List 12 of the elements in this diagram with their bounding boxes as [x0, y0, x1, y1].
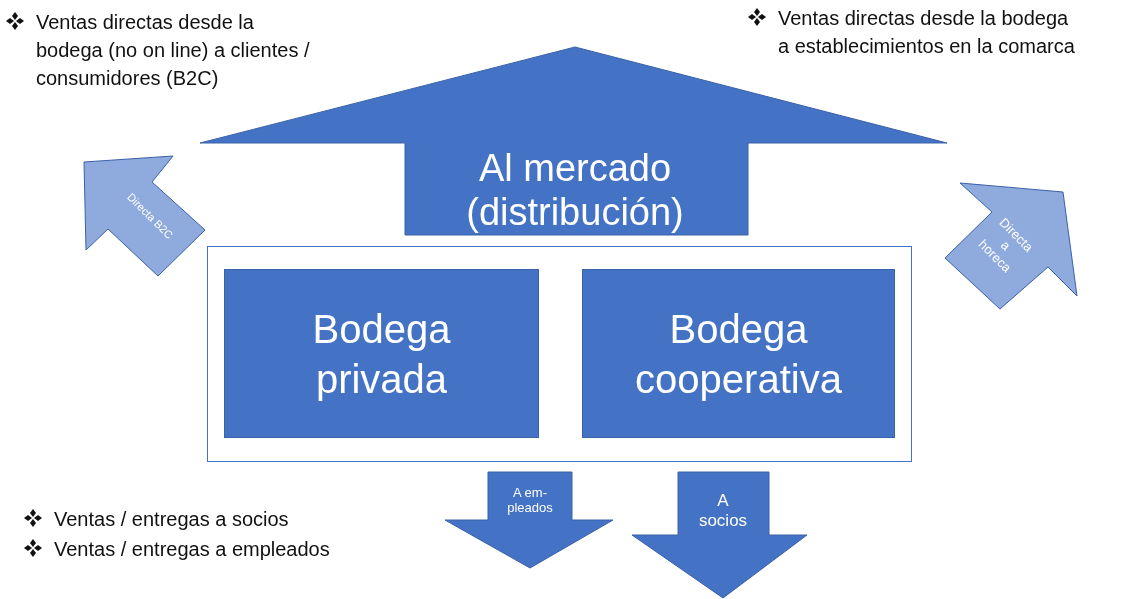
arrow-label: A socios	[697, 491, 749, 531]
frame-box	[207, 246, 912, 462]
bullet-text: Ventas directas desde la bodega (no on line) a clientes / consumidores (B2C)	[36, 10, 311, 91]
box-text: Bodega cooperativa	[634, 305, 843, 403]
bullet-text: Ventas / entregas a socios	[54, 507, 290, 532]
bullet-text: Ventas / entregas a empleados	[54, 537, 331, 562]
arrow-label: A em- pleados	[506, 486, 554, 516]
bullet-text: Ventas directas desde la bodega a establecimientos en la comarca	[778, 6, 1076, 59]
process-box	[582, 269, 895, 438]
process-box	[224, 269, 539, 438]
box-text: Bodega privada	[311, 305, 452, 403]
arrow-label: Al mercado (distribución)	[465, 147, 685, 235]
